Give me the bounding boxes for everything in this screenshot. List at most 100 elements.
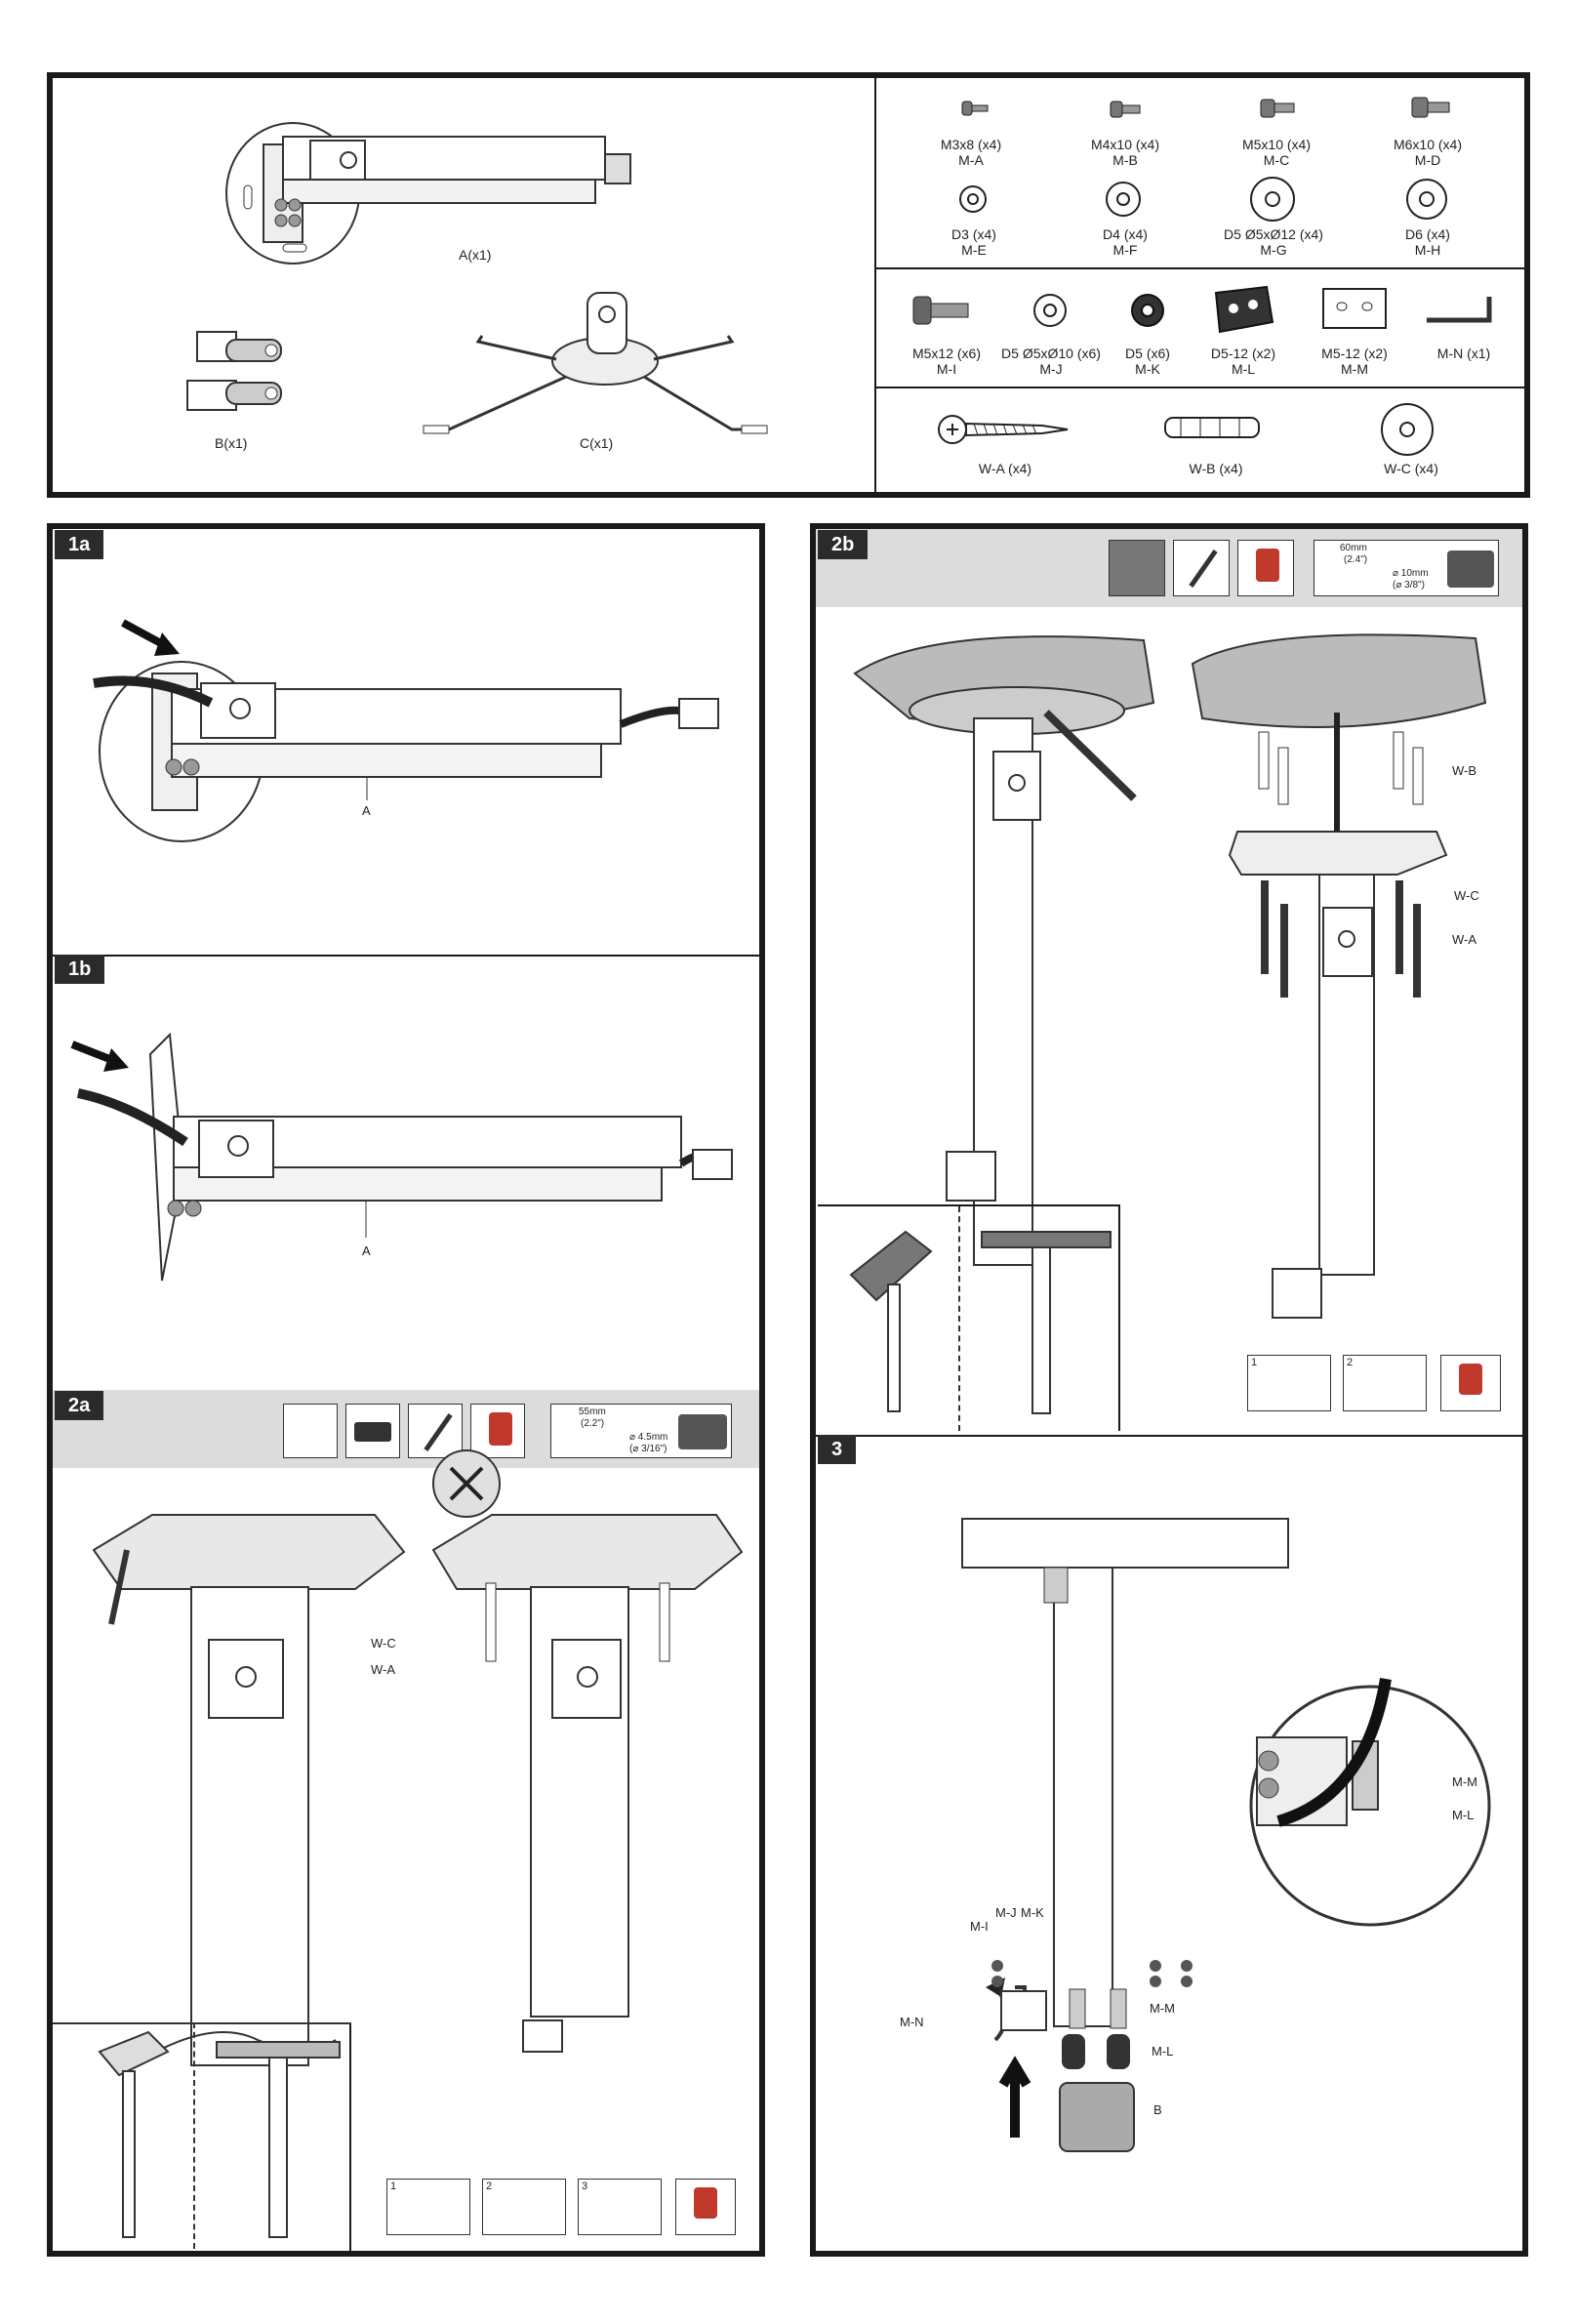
screw-icon-m-a <box>961 101 989 116</box>
washer-m-j-label: D5 Ø5xØ10 (x6)M-J <box>1001 346 1101 377</box>
parts-divider-h1 <box>874 267 1530 269</box>
wall-plug-icon-w-b <box>1164 417 1260 438</box>
hex-key-icon-m-n <box>1427 297 1492 323</box>
washer-icon-m-e <box>959 185 987 213</box>
washer-m-e-label: D3 (x4)M-E <box>951 226 996 258</box>
washer-icon-m-h <box>1406 179 1447 220</box>
drill-chuck-icon <box>678 1414 727 1449</box>
sub-step-2b-1: 1 <box>1247 1355 1331 1411</box>
washer-m-g-label: D5 Ø5xØ12 (x4)M-G <box>1224 226 1323 258</box>
part-a-callout-1b: A <box>362 1244 371 1258</box>
parts-divider-vertical <box>874 78 876 492</box>
sub-step-2a-3: 3 <box>578 2179 662 2235</box>
m-i-callout: M-I <box>970 1919 989 1934</box>
m-j-callout: M-J <box>995 1905 1017 1920</box>
drill-depth-value: 55mm <box>579 1407 606 1417</box>
w-c-callout-2a: W-C <box>371 1636 396 1651</box>
screw-m-b-label: M4x10 (x4)M-B <box>1090 137 1160 168</box>
screw-m-d-label: M6x10 (x4)M-D <box>1393 137 1463 168</box>
washer-icon-m-j <box>1033 294 1067 327</box>
drill-chuck-icon-2b <box>1447 550 1494 588</box>
screw-icon-m-d <box>1411 97 1450 118</box>
step-1b-tag: 1b <box>55 955 105 984</box>
drill-shape-icon <box>489 1412 512 1446</box>
screw-m-c-label: M5x10 (x4)M-C <box>1241 137 1312 168</box>
drill-depth-value-2b: 60mm <box>1340 543 1367 553</box>
part-b-drawing <box>186 331 282 411</box>
wood-screw-w-a-label: W-A (x4) <box>978 461 1032 476</box>
step-2a-tag: 2a <box>55 1391 104 1420</box>
part-a-callout-1a: A <box>362 803 371 818</box>
bolt-m-i-label: M5x12 (x6)M-I <box>911 346 982 377</box>
screw-m-a-label: M3x8 (x4)M-A <box>940 137 1002 168</box>
washer-w-c-label: W-C (x4) <box>1384 461 1438 476</box>
screw-icon-m-c <box>1260 99 1295 118</box>
part-b-label: B(x1) <box>215 435 248 451</box>
sub-step-2b-drill-icon <box>1440 1355 1501 1411</box>
m-m-zoom-callout: M-M <box>1452 1774 1477 1789</box>
m-m-callout: M-M <box>1150 2001 1175 2016</box>
inset-2b-dashed-divider <box>958 1206 960 1431</box>
lock-washer-icon-m-k <box>1131 294 1164 327</box>
stud-finder-shape-icon <box>354 1422 391 1442</box>
step-2b-inset <box>818 1204 1120 1431</box>
wood-screw-icon-w-a <box>938 415 1069 444</box>
step-1a-tag: 1a <box>55 530 104 559</box>
tool-stud-finder-icon <box>345 1404 400 1458</box>
drill-depth-inches: (2.2") <box>581 1418 605 1429</box>
inset-dashed-divider <box>193 2022 195 2249</box>
plate-m-m-label: M5-12 (x2)M-M <box>1321 346 1388 377</box>
step-2a-inset <box>53 2022 351 2251</box>
step-2b-tag: 2b <box>818 530 869 559</box>
sub-step-2b-2: 2 <box>1343 1355 1427 1411</box>
drill-bit-value: ⌀ 4.5mm <box>629 1432 668 1443</box>
part-c-drawing <box>423 292 768 434</box>
drill-bit-inches: (⌀ 3/16") <box>629 1444 667 1454</box>
drill-shape-icon-2b-sub <box>1459 1364 1482 1395</box>
tool-pencil-icon-2b <box>1173 540 1230 596</box>
step-1a-drawing <box>93 619 719 842</box>
drill-shape-icon-2 <box>694 2187 717 2219</box>
screw-icon-m-b <box>1110 101 1141 118</box>
washer-m-k-label: D5 (x6)M-K <box>1125 346 1170 377</box>
step-1b-drawing <box>70 1032 733 1282</box>
step-2a-inset-top-border <box>53 2022 351 2024</box>
part-a-drawing <box>225 122 631 265</box>
step-3-tag: 3 <box>818 1435 857 1464</box>
step-2a-drawing <box>92 1449 744 2066</box>
m-n-callout: M-N <box>900 2015 924 2029</box>
sub-step-2a-drill-icon <box>675 2179 736 2235</box>
w-b-callout-2b: W-B <box>1452 763 1477 778</box>
drill-depth-inches-2b: (2.4") <box>1344 554 1368 565</box>
washer-icon-w-c <box>1381 403 1434 456</box>
drill-bit-inches-2b: (⌀ 3/8") <box>1393 580 1425 591</box>
w-c-callout-2b: W-C <box>1454 888 1479 903</box>
inset-angled-view <box>98 2030 170 2238</box>
m-l-callout: M-L <box>1152 2044 1174 2059</box>
m-k-callout: M-K <box>1021 1905 1044 1920</box>
plate-icon-m-m <box>1322 288 1387 329</box>
bolt-icon-m-i <box>912 296 969 325</box>
washer-m-h-label: D6 (x4)M-H <box>1405 226 1450 258</box>
drill-depth-diagram-2b: 60mm (2.4") ⌀ 10mm (⌀ 3/8") <box>1314 540 1499 596</box>
tool-concrete-icon <box>1109 540 1165 596</box>
divider-2b-3 <box>816 1435 1522 1437</box>
pencil-shape-icon-2b <box>1189 550 1218 588</box>
part-a-label: A(x1) <box>459 247 492 263</box>
part-c-label: C(x1) <box>580 435 614 451</box>
w-a-callout-2a: W-A <box>371 1662 396 1677</box>
divider-1a-1b <box>53 955 759 957</box>
inset-2b-angled-view <box>849 1230 933 1412</box>
b-callout: B <box>1153 2102 1162 2117</box>
step-3-drawing <box>961 1518 1491 2152</box>
spacer-icon-m-l <box>1214 285 1274 334</box>
washer-icon-m-g <box>1250 177 1295 222</box>
tool-drill-icon <box>470 1404 525 1458</box>
spacer-m-l-label: D5-12 (x2)M-L <box>1210 346 1276 377</box>
hex-key-m-n-label: M-N (x1) <box>1436 346 1491 361</box>
w-a-callout-2b: W-A <box>1452 932 1477 947</box>
m-l-zoom-callout: M-L <box>1452 1808 1475 1822</box>
washer-m-f-label: D4 (x4)M-F <box>1103 226 1148 258</box>
wall-plug-w-b-label: W-B (x4) <box>1189 461 1243 476</box>
washer-icon-m-f <box>1106 182 1141 217</box>
